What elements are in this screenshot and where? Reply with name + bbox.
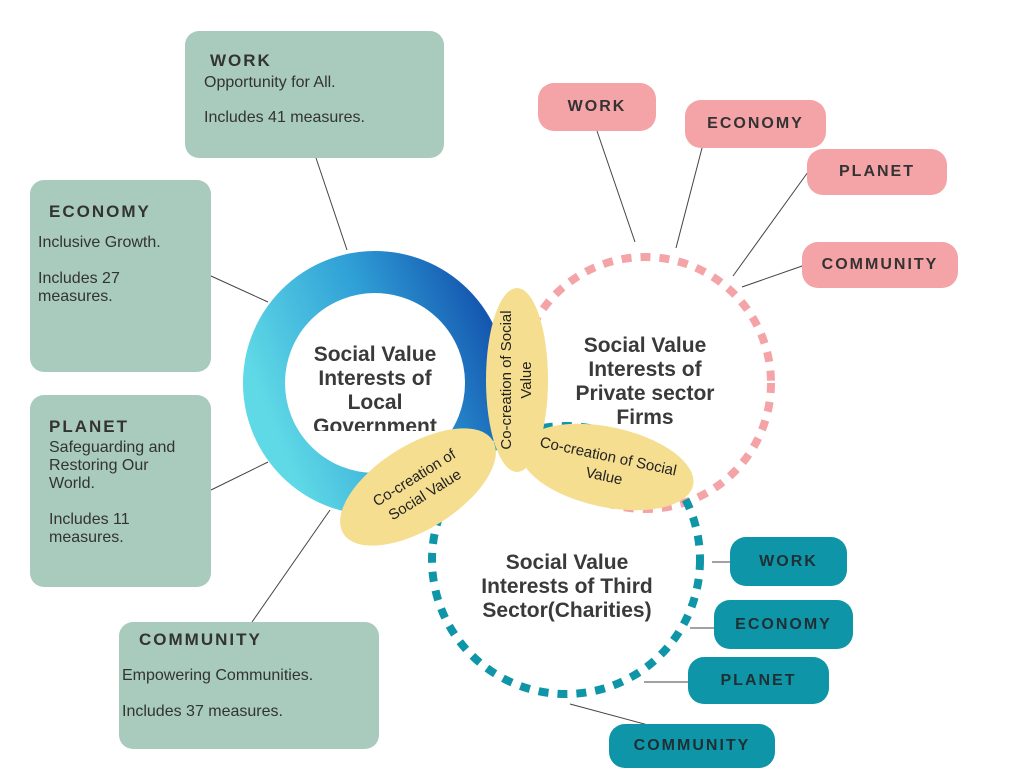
cocreation-petal-left [340, 428, 496, 546]
connector-line [741, 264, 806, 288]
connector-line [210, 461, 269, 491]
private-sector-title: Social Value Interests of Private sector… [575, 334, 715, 429]
planet-measures: Includes 11 measures. [49, 511, 130, 546]
private-economy-pill: ECONOMY [685, 100, 826, 148]
work-measures: Includes 41 measures. [204, 109, 365, 126]
planet-box: PLANET Safeguarding and Restoring Our Wo… [30, 395, 211, 587]
community-measures: Includes 37 measures. [122, 703, 283, 720]
cocreation-label-top: Co-creation of Social Value [498, 310, 535, 450]
cocreation-petal-top [486, 288, 548, 472]
third-planet-pill: PLANET [688, 657, 829, 704]
economy-heading: ECONOMY [49, 202, 151, 221]
connector-line [251, 509, 331, 623]
economy-description: Inclusive Growth. [38, 234, 161, 251]
cocreation-petal-right [520, 423, 694, 511]
work-description: Opportunity for All. [204, 74, 336, 91]
work-box: WORK Opportunity for All. Includes 41 me… [185, 31, 444, 158]
community-box: COMMUNITY Empowering Communities. Includ… [119, 622, 379, 749]
connector-line [596, 130, 636, 243]
community-heading: COMMUNITY [139, 630, 262, 649]
local-government-title: Social Value Interests of Local Governme… [313, 343, 437, 431]
economy-measures: Includes 27 measures. [38, 270, 120, 305]
private-planet-pill: PLANET [807, 149, 947, 195]
work-heading: WORK [210, 51, 272, 70]
planet-description: Safeguarding and Restoring Our World. [49, 439, 176, 492]
third-work-pill: WORK [730, 537, 847, 586]
connector-line [315, 157, 348, 251]
private-work-pill: WORK [538, 83, 656, 131]
connector-line [569, 703, 649, 726]
connector-line [210, 275, 269, 303]
economy-box: ECONOMY Inclusive Growth. Includes 27 me… [30, 180, 211, 372]
third-community-pill: COMMUNITY [609, 724, 775, 768]
connector-line [732, 171, 809, 277]
third-economy-pill: ECONOMY [714, 600, 853, 649]
third-sector-title: Social Value Interests of Third Sector(C… [481, 551, 653, 622]
community-description: Empowering Communities. [122, 667, 314, 684]
planet-heading: PLANET [49, 417, 129, 436]
private-community-pill: COMMUNITY [802, 242, 958, 288]
